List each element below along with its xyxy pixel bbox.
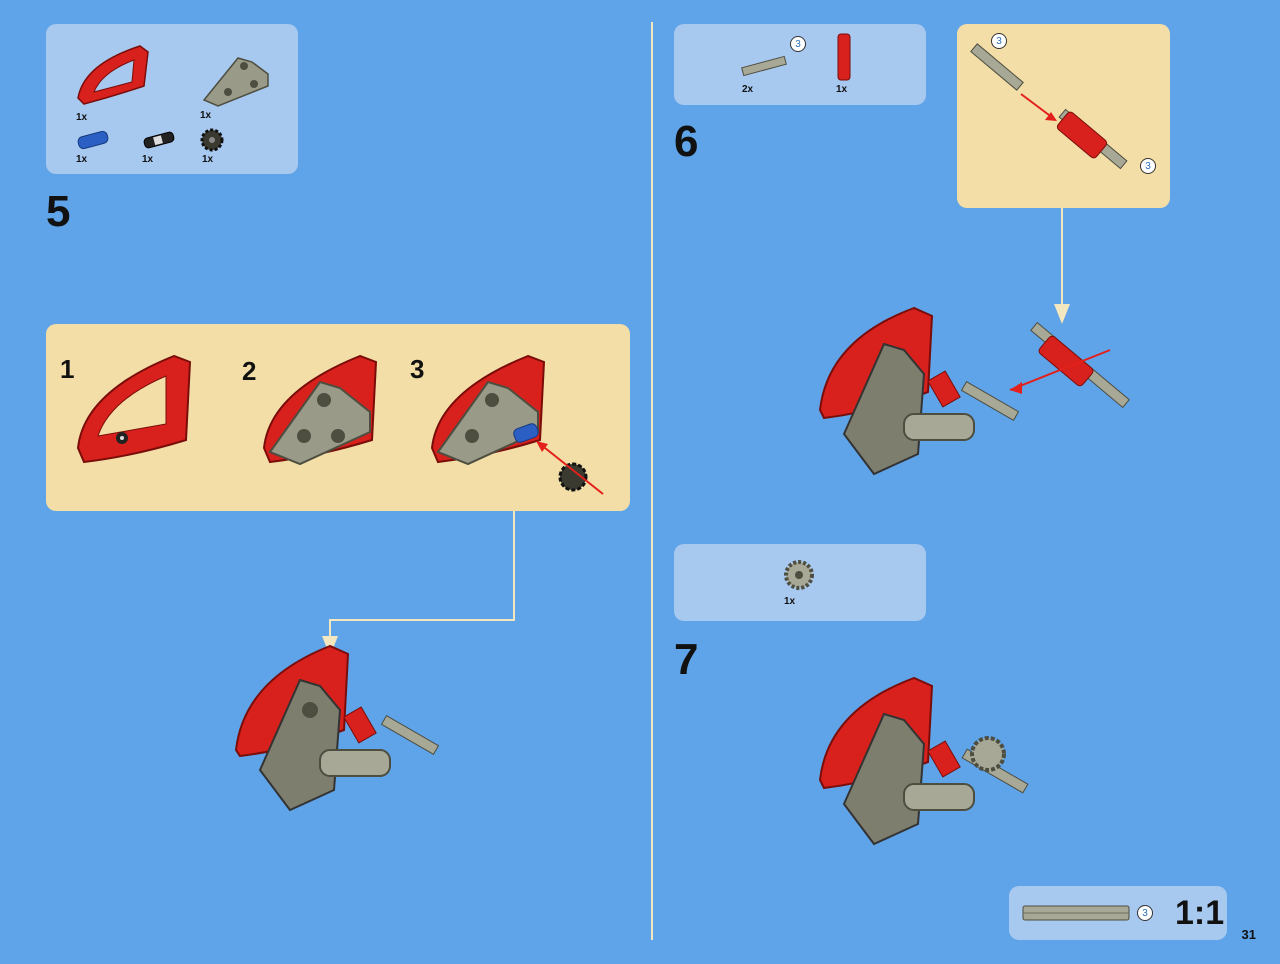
substep-number: 2 [242,356,257,386]
substep-number: 1 [60,354,75,384]
page-divider [651,22,653,940]
length-badge: 3 [1137,905,1153,921]
page-number: 31 [1241,927,1256,942]
axle-scale-icon [1022,905,1130,921]
red-connector-icon [837,33,851,81]
substep-number: 3 [410,354,425,384]
part-qty: 1x [202,154,214,165]
step6-model [818,306,1130,476]
callout-connector [1054,208,1070,324]
substep1-model [76,354,192,464]
step5-model [234,644,440,812]
part-qty: 1x [200,110,212,121]
step7-parts-panel: 1x [674,544,926,621]
tan-gear-icon [784,560,814,590]
scale-label: 1:1 [1175,894,1225,932]
part-qty: 2x [742,84,754,95]
step6-callout: 3 3 [957,24,1170,208]
part-qty: 1x [76,154,88,165]
length-badge: 3 [1140,158,1156,174]
length-badge: 3 [790,36,806,52]
red-liftarm-icon [77,45,149,105]
gear-icon [200,128,224,152]
step-number: 5 [46,187,71,236]
step5-subassembly: 1 2 3 [46,324,630,511]
blue-pin-icon [77,130,109,150]
part-qty: 1x [142,154,154,165]
axle-icon [741,55,787,77]
part-qty: 1x [836,84,848,95]
scale-panel: 3 1:1 [1009,886,1227,940]
grey-liftarm-icon [202,57,269,107]
step5-parts-panel: 1x 1x 1x 1x 1x [46,24,298,174]
callout-model [970,43,1128,170]
part-qty: 1x [76,112,88,123]
step-number: 7 [674,635,699,684]
substep3-model [430,354,604,495]
black-pin-icon [143,131,175,149]
step-number: 6 [674,117,699,166]
length-badge: 3 [991,33,1007,49]
substep2-model [262,354,378,466]
part-qty: 1x [784,596,796,607]
step7-model [818,676,1029,846]
step6-parts-panel: 3 2x 1x [674,24,926,105]
